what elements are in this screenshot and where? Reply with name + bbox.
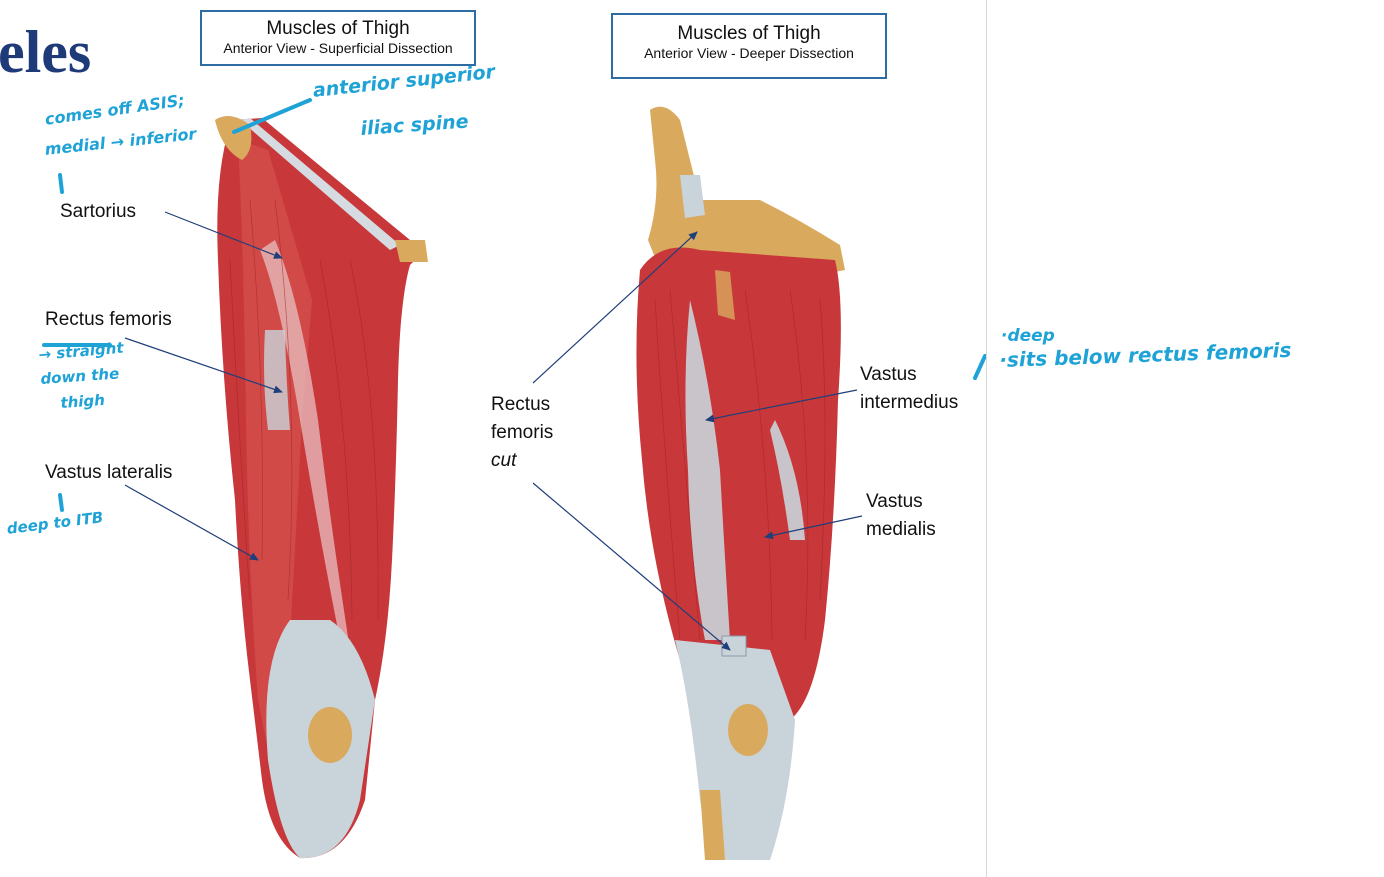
figure-left-title: Muscles of Thigh — [266, 18, 410, 39]
label-rectus-cut-line3: cut — [491, 450, 517, 471]
label-vastus-lateralis: Vastus lateralis — [45, 462, 173, 483]
leader-lines — [124, 211, 863, 651]
figure-left-title-box: Muscles of Thigh Anterior View - Superfi… — [200, 10, 476, 66]
ink-asis-pointer — [232, 98, 312, 134]
label-rectus-cut-line1: Rectus — [491, 394, 551, 415]
slide-heading: eles — [0, 19, 92, 85]
leader-vastus-intermedius — [705, 389, 858, 423]
ink-tick-sartorius — [58, 173, 64, 194]
label-vastus-medialis-line1: Vastus — [866, 491, 923, 512]
ink-deep-note-1: ·deep — [1001, 326, 1055, 346]
figure-right-subtitle: Anterior View - Deeper Dissection — [644, 45, 854, 61]
label-sartorius: Sartorius — [60, 201, 137, 222]
leader-sartorius — [164, 211, 283, 259]
ink-tick-vastus-lateralis — [58, 493, 64, 512]
notes-pane: ·deep ·sits below rectus femoris — [987, 0, 1384, 877]
figure-right-title-box: Muscles of Thigh Anterior View - Deeper … — [611, 13, 887, 79]
label-rectus-cut-line2: femoris — [491, 422, 554, 443]
leader-vastus-medialis — [764, 515, 863, 540]
page-divider — [986, 0, 987, 877]
thigh-superficial-illustration — [215, 116, 428, 859]
figure-right-title: Muscles of Thigh — [677, 23, 821, 44]
label-vastus-medialis-line2: medialis — [866, 519, 936, 540]
label-vastus-intermedius-line1: Vastus — [860, 364, 917, 385]
slide: eles — [0, 10, 986, 860]
label-rectus-femoris: Rectus femoris — [45, 309, 172, 330]
leader-vastus-lateralis — [124, 484, 259, 561]
anatomy-illustrations — [42, 98, 986, 860]
leader-rectus-cut-top — [532, 231, 698, 384]
label-rectus-cut-line3-wrap: cut — [491, 447, 516, 475]
ink-slash — [973, 354, 986, 380]
label-vastus-intermedius-line2: intermedius — [860, 392, 959, 413]
ink-rf-note-3: thigh — [59, 390, 106, 412]
thigh-deeper-illustration — [636, 106, 845, 860]
leader-rectus-cut-bottom — [532, 482, 731, 651]
figure-left-subtitle: Anterior View - Superficial Dissection — [223, 40, 453, 56]
leader-rectus-femoris — [124, 337, 283, 394]
ink-strokes — [42, 98, 986, 512]
